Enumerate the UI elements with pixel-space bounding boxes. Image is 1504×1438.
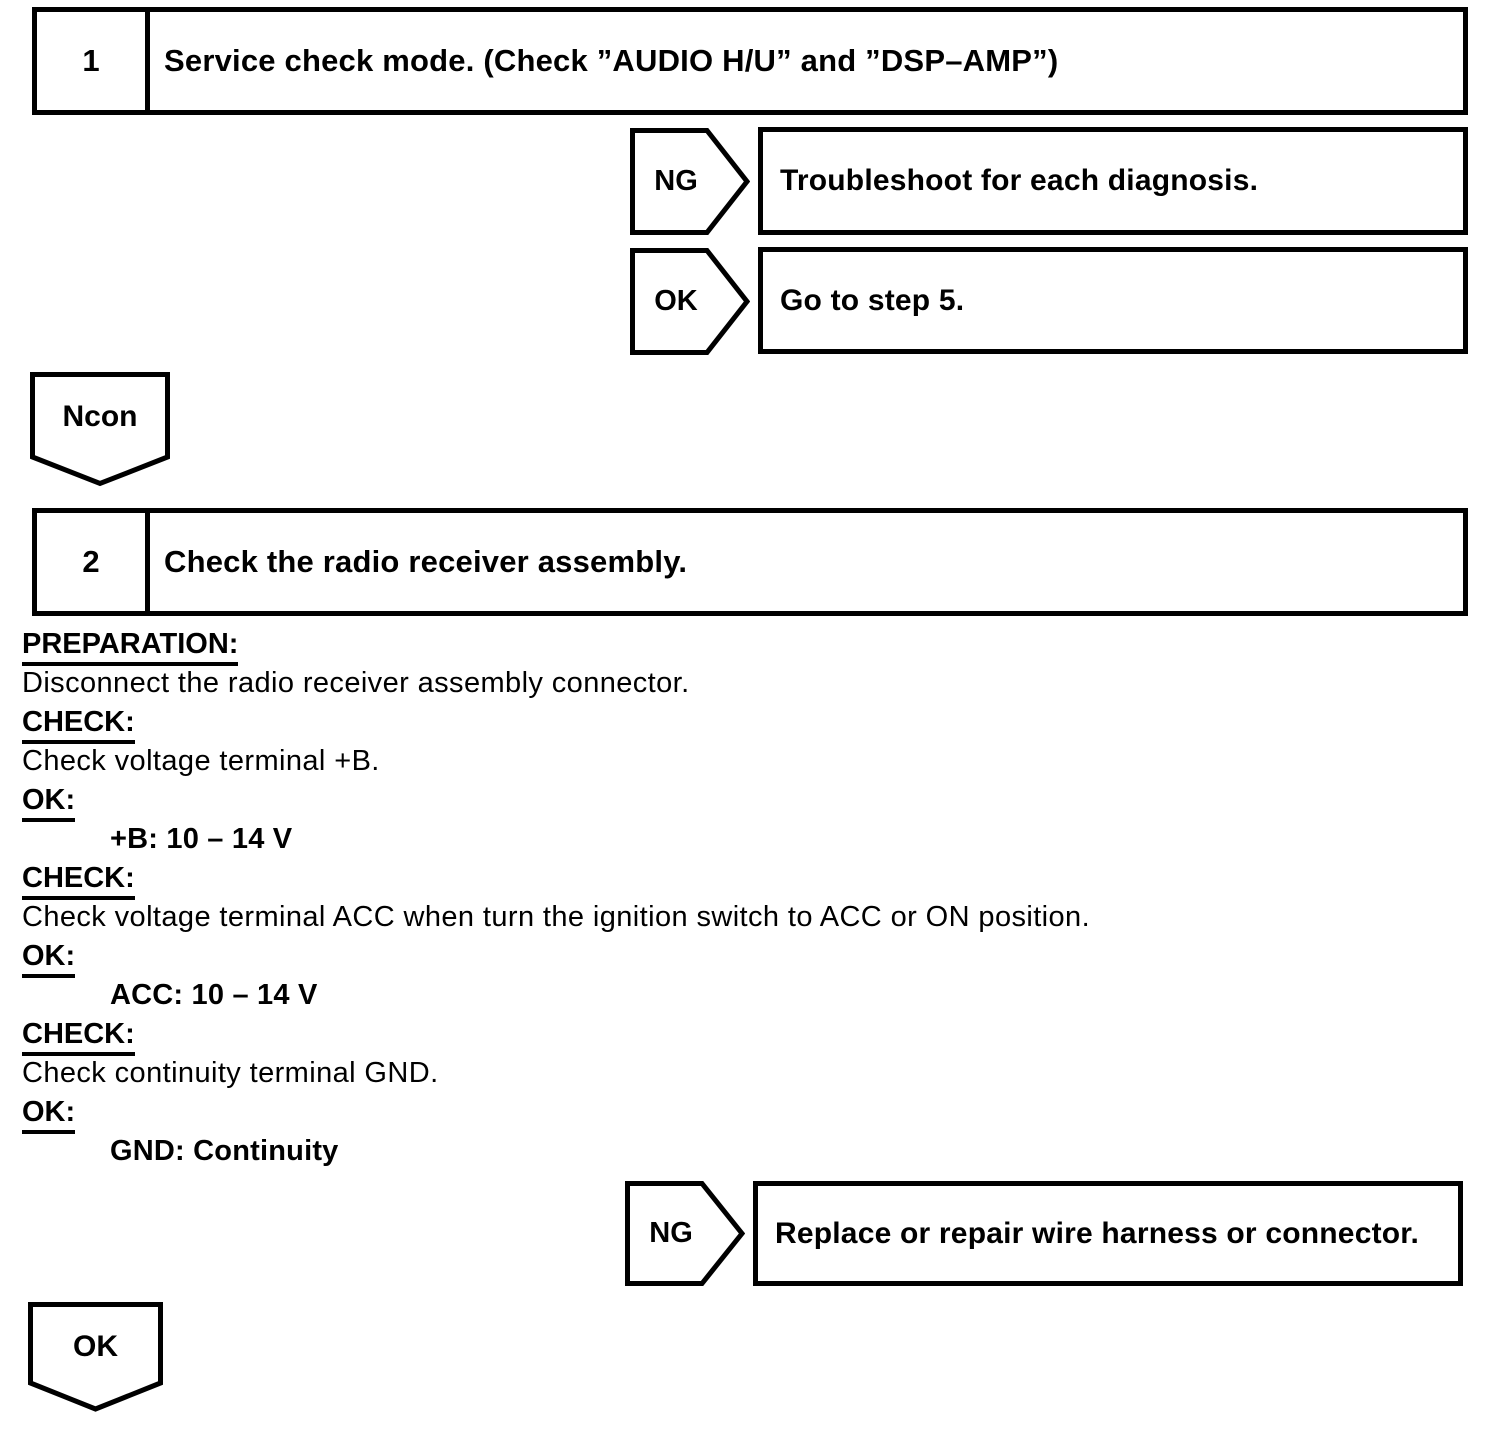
ncon-connector-shape — [30, 372, 170, 487]
step-1-number: 1 — [37, 12, 150, 110]
procedure-label-text: OK: — [22, 1097, 76, 1134]
step-2-number: 2 — [37, 513, 150, 611]
ncon-connector: Ncon — [30, 372, 170, 487]
procedure-label-text: PREPARATION: — [22, 629, 239, 666]
ncon-connector-label: Ncon — [62, 400, 138, 433]
procedure-label-check-2: CHECK: — [22, 863, 1442, 902]
procedure-label-text: CHECK: — [22, 707, 135, 744]
ng-arrow-2-label: NG — [649, 1217, 693, 1249]
procedure-label-check-1: CHECK: — [22, 707, 1442, 746]
procedure-label-text: OK: — [22, 785, 76, 822]
ok-connector-shape — [28, 1302, 163, 1412]
procedure-body-text: Check continuity terminal GND. — [22, 1057, 439, 1089]
procedure-body-text: Check voltage terminal +B. — [22, 745, 380, 777]
procedure-label-text: OK: — [22, 941, 76, 978]
procedure-value-gnd-continuity: GND: Continuity — [22, 1136, 1442, 1175]
procedure-body-disconnect: Disconnect the radio receiver assembly c… — [22, 668, 1442, 707]
procedure-value-text: ACC: 10 – 14 V — [110, 979, 318, 1011]
ok-arrow: OK — [630, 248, 750, 355]
procedure-body-check-acc: Check voltage terminal ACC when turn the… — [22, 902, 1442, 941]
result-box-go-to-step-5: Go to step 5. — [758, 247, 1468, 354]
procedure-value-text: GND: Continuity — [110, 1135, 339, 1167]
procedure-label-text: CHECK: — [22, 1019, 135, 1056]
ng-arrow-2: NG — [625, 1181, 745, 1286]
ng-arrow-2-shape — [625, 1181, 745, 1286]
procedure-value-text: +B: 10 – 14 V — [110, 823, 293, 855]
procedure-body-check-gnd: Check continuity terminal GND. — [22, 1058, 1442, 1097]
procedure-value-acc-voltage: ACC: 10 – 14 V — [22, 980, 1442, 1019]
procedure-label-check-3: CHECK: — [22, 1019, 1442, 1058]
procedure-label-text: CHECK: — [22, 863, 135, 900]
procedure-label-ok-2: OK: — [22, 941, 1442, 980]
procedure-body-check-b: Check voltage terminal +B. — [22, 746, 1442, 785]
result-box-replace-harness: Replace or repair wire harness or connec… — [753, 1181, 1463, 1286]
procedure-body-text: Disconnect the radio receiver assembly c… — [22, 667, 690, 699]
ok-arrow-shape — [630, 248, 750, 355]
step-2-header: 2 Check the radio receiver assembly. — [32, 508, 1468, 616]
procedure-label-ok-1: OK: — [22, 785, 1442, 824]
ng-arrow-label: NG — [654, 165, 698, 197]
ng-arrow-shape — [630, 128, 750, 235]
procedure-label-preparation: PREPARATION: — [22, 629, 1442, 668]
ok-arrow-label: OK — [654, 285, 698, 317]
ok-connector: OK — [28, 1302, 163, 1412]
step-1-title: Service check mode. (Check ”AUDIO H/U” a… — [164, 43, 1059, 78]
ok-connector-label: OK — [73, 1330, 118, 1363]
result-box-troubleshoot: Troubleshoot for each diagnosis. — [758, 127, 1468, 235]
procedure-label-ok-3: OK: — [22, 1097, 1442, 1136]
procedure-value-b-voltage: +B: 10 – 14 V — [22, 824, 1442, 863]
step-2-title: Check the radio receiver assembly. — [164, 544, 688, 579]
procedure-body-text: Check voltage terminal ACC when turn the… — [22, 901, 1091, 933]
step-1-header: 1 Service check mode. (Check ”AUDIO H/U”… — [32, 7, 1468, 115]
procedure-text-block: PREPARATION: Disconnect the radio receiv… — [22, 629, 1442, 1175]
ng-arrow: NG — [630, 128, 750, 235]
